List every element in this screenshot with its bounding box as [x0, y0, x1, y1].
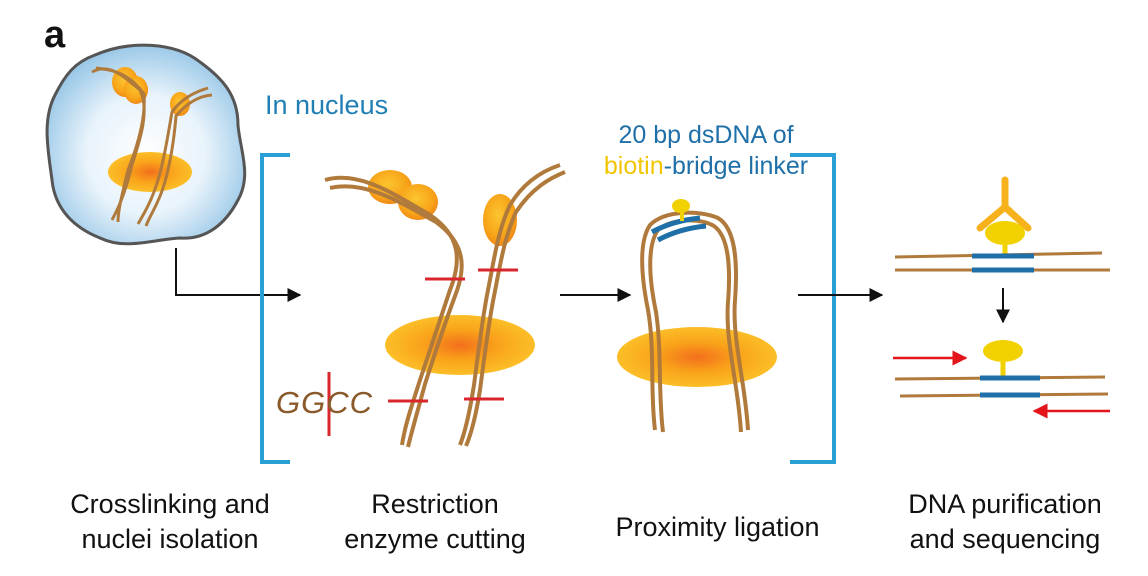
nucleus-bracket [260, 153, 836, 464]
step-label-line1: Proximity ligation [615, 512, 820, 542]
linker-label-biotin: biotin [603, 152, 664, 180]
cut-sites [327, 268, 518, 436]
step-label-line2: and sequencing [909, 524, 1101, 554]
step-label-line1: DNA purification [908, 489, 1102, 519]
linker-label: 20 bp dsDNA of biotin-bridge linker [556, 120, 856, 182]
purification-illustration [893, 176, 1110, 419]
protein-complex [617, 327, 777, 387]
ligation-illustration [617, 199, 777, 433]
protein-complex [385, 315, 535, 375]
dna-loop [640, 210, 750, 433]
bridge-linker [650, 215, 707, 243]
linker-segment [980, 375, 1040, 398]
streptavidin-icon [976, 176, 1032, 232]
nucleus-illustration [45, 43, 247, 246]
nucleus-membrane [45, 43, 247, 246]
linker-segment [972, 253, 1034, 273]
biotin-icon [983, 340, 1023, 362]
linker-label-line1: 20 bp dsDNA of [618, 121, 794, 149]
step-label-line1: Restriction [371, 489, 499, 519]
biotin-icon [672, 199, 690, 213]
step-label-line1: Crosslinking and [70, 489, 270, 519]
step-sequencing: DNA purification and sequencing [870, 487, 1140, 557]
step-crosslinking: Crosslinking and nuclei isolation [40, 487, 300, 557]
panel-label: a [44, 14, 66, 56]
flow-arrow-1 [175, 248, 302, 302]
restriction-illustration [324, 163, 566, 448]
step-label-line2: enzyme cutting [344, 524, 526, 554]
chromatin-strands [91, 66, 213, 227]
bracket-label: In nucleus [265, 90, 389, 120]
biotin-icon [985, 221, 1025, 245]
step-ligation: Proximity ligation [580, 510, 855, 545]
linker-label-line2: -bridge linker [663, 152, 809, 180]
restriction-motif: GGCC [276, 385, 373, 420]
step-label-line2: nuclei isolation [81, 524, 259, 554]
protein-blob [398, 184, 438, 220]
protein-complex [108, 152, 192, 192]
step-restriction: Restriction enzyme cutting [310, 487, 560, 557]
